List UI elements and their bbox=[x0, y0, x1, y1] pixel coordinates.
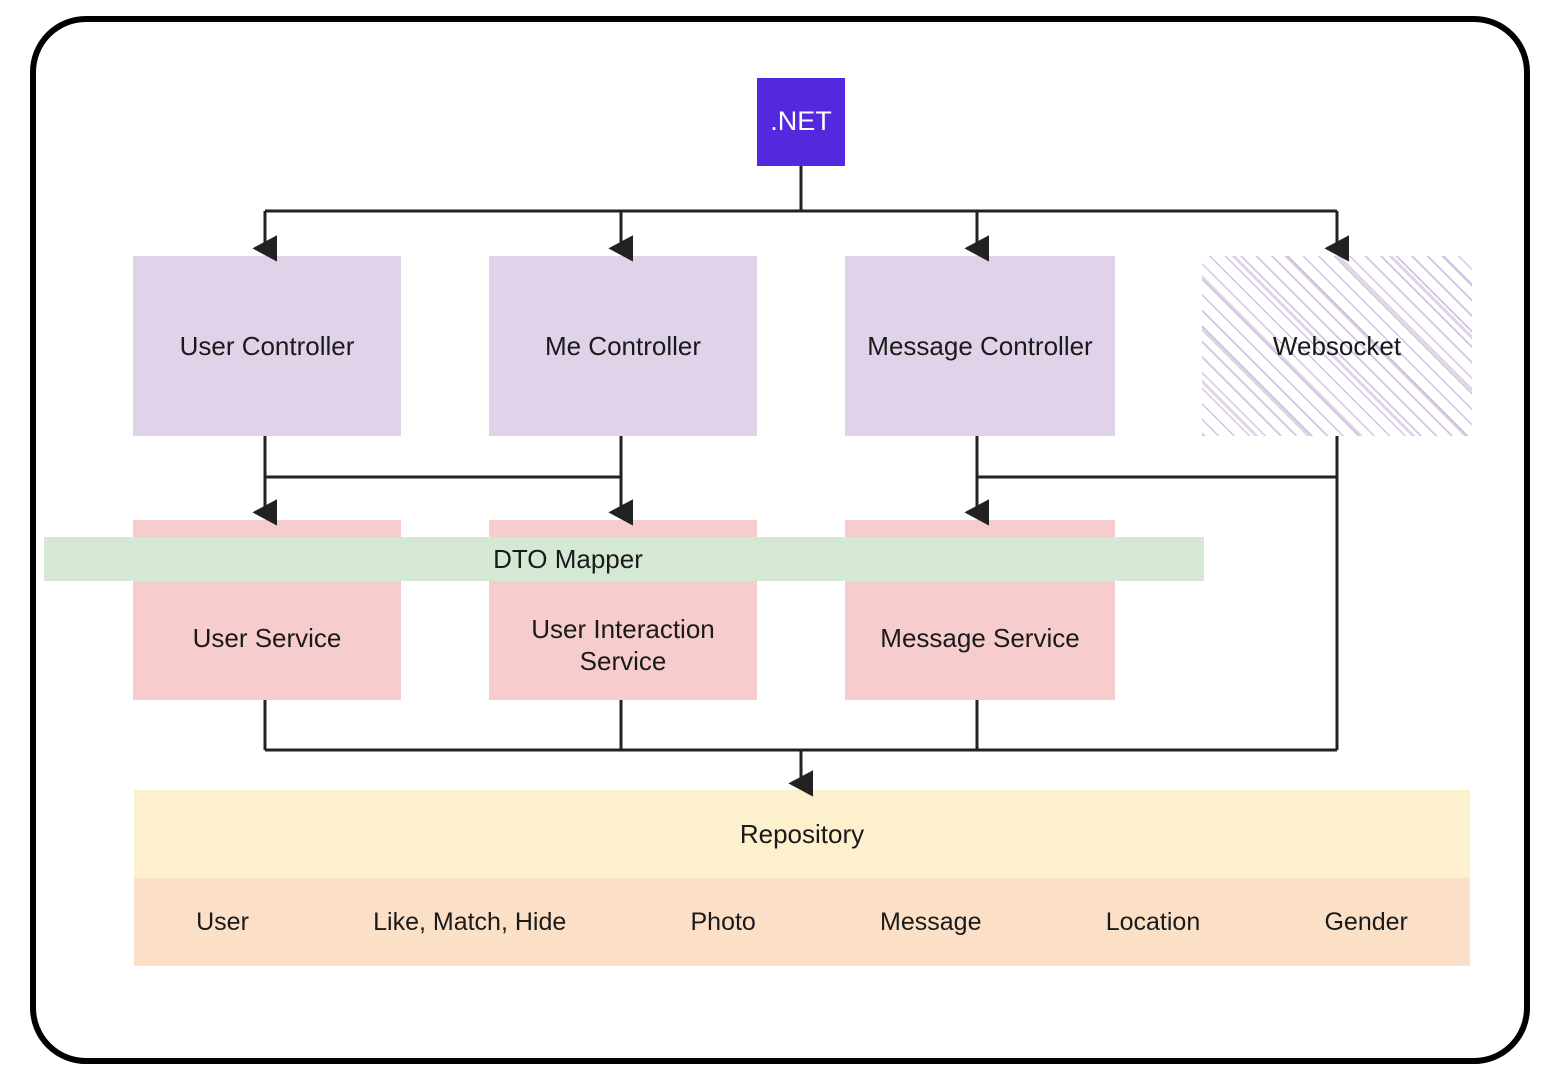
node-message-service-label: Message Service bbox=[880, 622, 1080, 653]
node-user-controller-label: User Controller bbox=[179, 330, 355, 361]
node-user-interaction-service-label: User Interaction Service bbox=[531, 613, 715, 677]
node-message-controller[interactable]: Message Controller bbox=[845, 256, 1115, 436]
node-repository[interactable]: Repository bbox=[134, 790, 1470, 878]
node-dto-mapper[interactable]: DTO Mapper bbox=[44, 537, 1204, 581]
node-repository-label: Repository bbox=[739, 818, 865, 849]
node-me-controller-label: Me Controller bbox=[544, 330, 702, 361]
node-user-controller[interactable]: User Controller bbox=[133, 256, 401, 436]
diagram-frame-border bbox=[30, 16, 1530, 1064]
node-dto-mapper-label: DTO Mapper bbox=[493, 543, 643, 574]
node-dotnet[interactable]: .NET bbox=[757, 78, 845, 166]
node-websocket[interactable]: Websocket bbox=[1202, 256, 1472, 436]
node-websocket-label: Websocket bbox=[1272, 330, 1402, 361]
entity-photo[interactable]: Photo bbox=[690, 907, 756, 936]
node-message-controller-label: Message Controller bbox=[867, 330, 1093, 361]
entity-like-match-hide[interactable]: Like, Match, Hide bbox=[373, 907, 567, 936]
entity-gender[interactable]: Gender bbox=[1324, 907, 1408, 936]
node-me-controller[interactable]: Me Controller bbox=[489, 256, 757, 436]
entity-user[interactable]: User bbox=[196, 907, 249, 936]
node-dotnet-label: .NET bbox=[770, 106, 832, 137]
entity-band: User Like, Match, Hide Photo Message Loc… bbox=[134, 878, 1470, 966]
node-user-service-label: User Service bbox=[192, 622, 342, 653]
entity-message[interactable]: Message bbox=[880, 907, 982, 936]
entity-location[interactable]: Location bbox=[1105, 907, 1201, 936]
